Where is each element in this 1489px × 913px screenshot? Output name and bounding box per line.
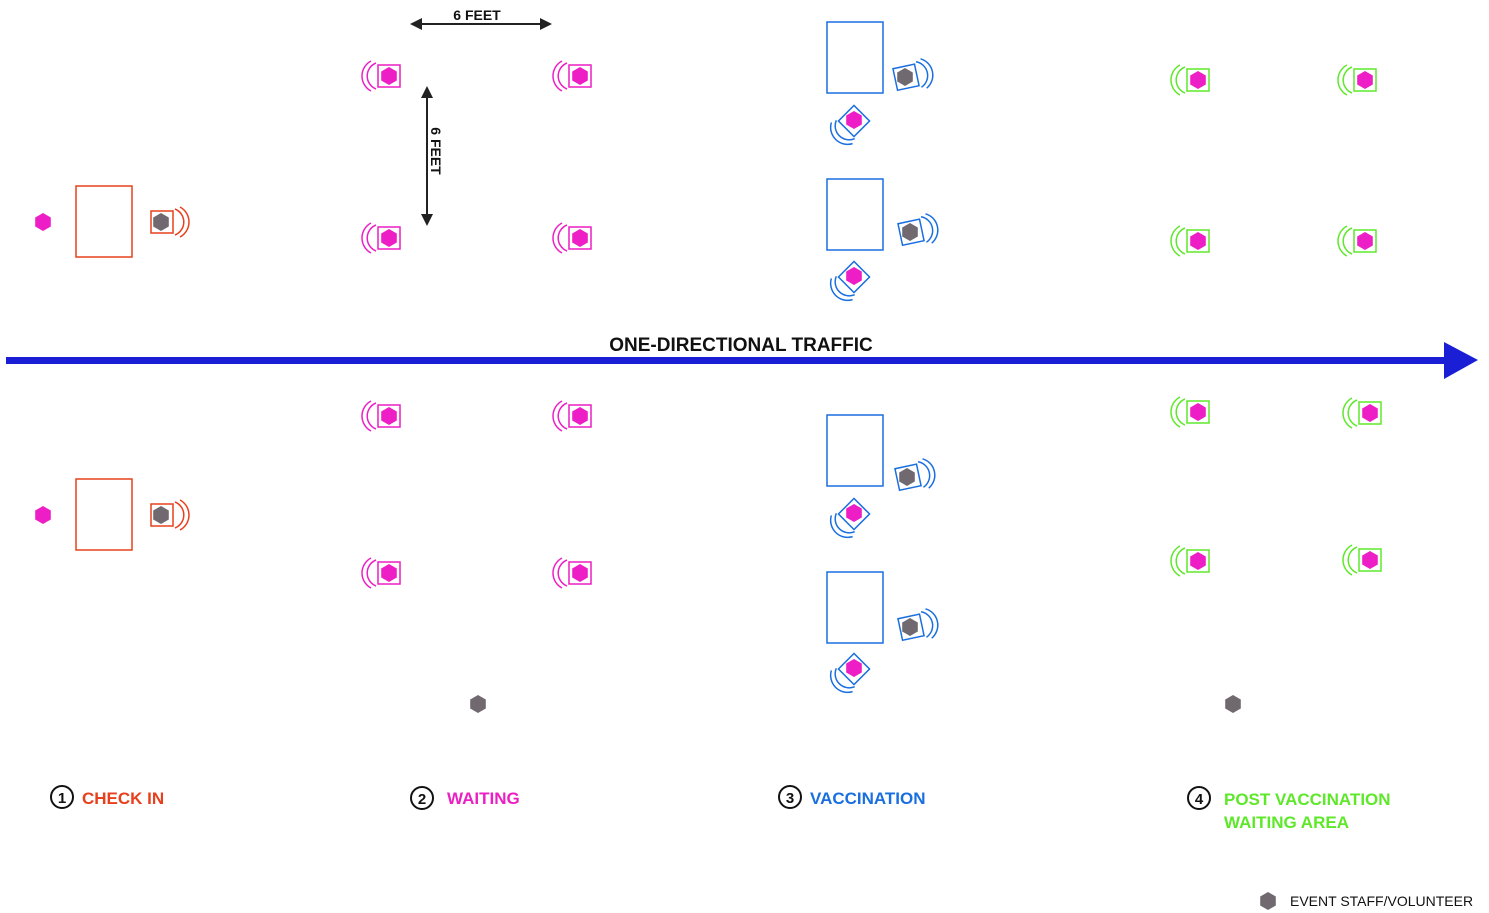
station-number: 4 [1195,791,1204,808]
person-icon [35,506,51,524]
checkin-station-bottom [35,478,190,551]
table-icon [826,178,884,251]
traffic-label: ONE-DIRECTIONAL TRAFFIC [609,335,873,356]
station-name-line2: WAITING AREA [1224,813,1349,832]
station-label-post-vaccination: 4 POST VACCINATION WAITING AREA [1187,786,1391,832]
staff-icon [470,695,486,713]
staff-icon [1260,892,1276,910]
chair-icon [824,257,874,307]
station-label-checkin: 1 CHECK IN [50,785,164,809]
table-icon [826,414,884,487]
vaccination-stations [824,21,942,699]
person-icon [35,213,51,231]
station-number: 3 [786,790,794,807]
legend-label: EVENT STAFF/VOLUNTEER [1290,893,1473,909]
dimension-horizontal-label: 6 FEET [453,7,501,23]
number-badge [50,785,74,809]
one-directional-traffic-arrow [6,342,1478,379]
post-vaccination-area [1170,64,1382,577]
waiting-area [361,60,592,589]
number-badge [410,786,434,810]
staff-icon [1225,695,1241,713]
station-number: 1 [58,790,66,807]
station-label-waiting: 2 WAITING [410,786,520,810]
table-icon [826,571,884,644]
post-vaccination-people [1190,71,1378,570]
chair-icon [824,494,874,544]
table-icon [75,185,133,258]
number-badge [778,785,802,809]
dimension-vertical [421,86,433,226]
legend: EVENT STAFF/VOLUNTEER [1260,892,1473,910]
table-icon [826,21,884,94]
dimension-vertical-label: 6 FEET [428,127,444,175]
table-icon [75,478,133,551]
waiting-people [381,67,588,582]
station-name: VACCINATION [810,789,926,808]
chair-icon [824,649,874,699]
station-number: 2 [418,791,426,808]
chair-icon [824,101,874,151]
station-name-line1: POST VACCINATION [1224,790,1391,809]
station-label-vaccination: 3 VACCINATION [778,785,926,809]
checkin-station-top [35,185,190,258]
station-name: WAITING [447,789,520,808]
number-badge [1187,786,1211,810]
dimension-horizontal [410,18,552,30]
station-name: CHECK IN [82,789,164,808]
